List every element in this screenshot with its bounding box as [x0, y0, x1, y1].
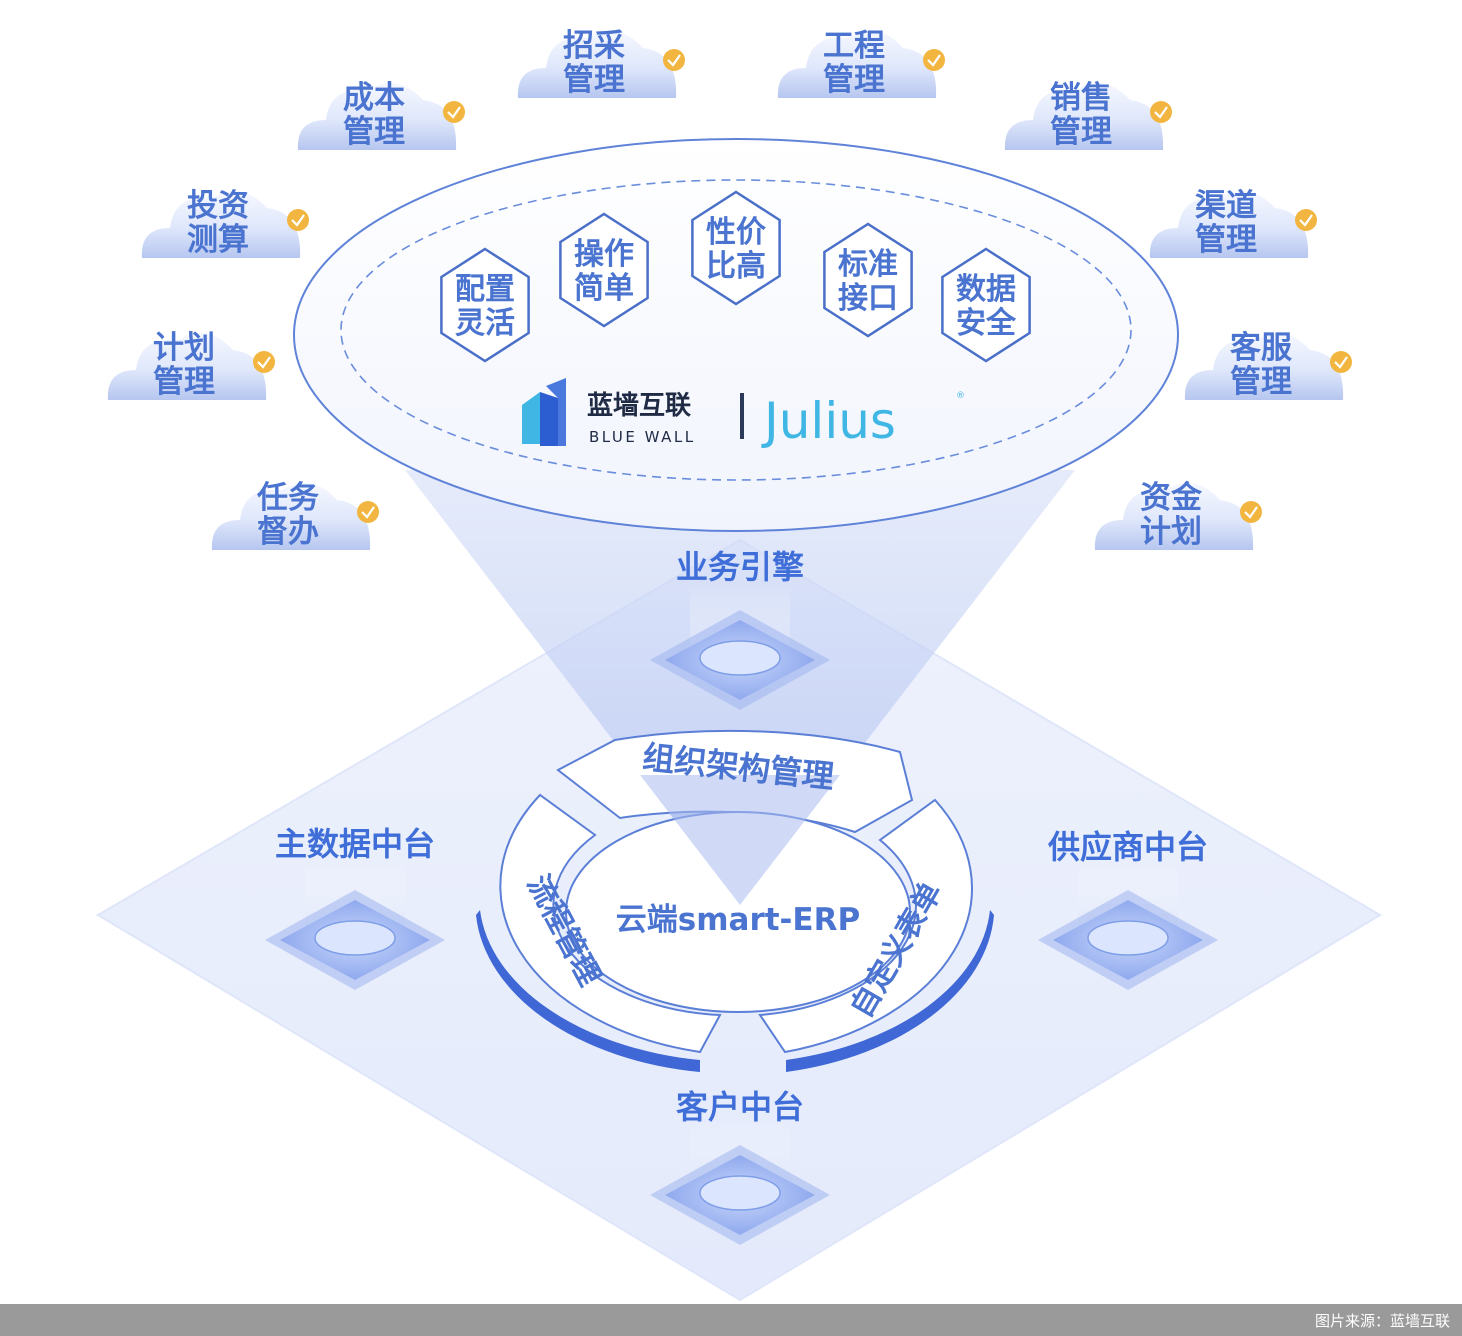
brand-logo: 蓝墙互联 BLUE WALL Julius ®: [522, 378, 965, 450]
feature-label-line1: 操作: [574, 237, 634, 272]
feature-label-line1: 性价: [706, 215, 766, 250]
cloud-label-line1: 渠道: [1195, 188, 1257, 224]
cloud-label-line2: 督办: [257, 514, 319, 550]
cloud-label-line1: 成本: [343, 80, 405, 116]
cloud-label-line2: 管理: [823, 62, 885, 98]
cloud-label-line1: 投资: [187, 188, 249, 224]
check-badge-icon: [443, 101, 465, 123]
check-badge-icon: [253, 351, 275, 373]
cloud-shape: [1184, 332, 1344, 400]
cloud-shape: [107, 332, 267, 400]
ring-center-label: 云端smart-ERP: [616, 902, 860, 938]
brand-name-en: BLUE WALL: [589, 428, 696, 446]
platform-bottom-label: 客户中台: [676, 1088, 804, 1126]
cloud-label-line1: 客服: [1230, 330, 1292, 366]
platform-top-pad: [650, 585, 830, 710]
cloud-shape: [1004, 82, 1164, 150]
feature-label-line2: 比高: [706, 249, 766, 284]
ring-segment-left: [499, 793, 722, 1054]
check-badge-icon: [1295, 209, 1317, 231]
cloud-label-line2: 计划: [1140, 514, 1202, 550]
feature-label-line1: 标准: [838, 247, 898, 282]
cloud-label-line2: 管理: [1195, 222, 1257, 258]
cloud-shape: [777, 30, 937, 99]
feature-label-line1: 配置: [455, 272, 515, 307]
source-credit: 图片来源：蓝墙互联: [1314, 1312, 1450, 1330]
cloud-shape: [211, 482, 371, 550]
cloud-label-line1: 资金: [1140, 480, 1203, 516]
brand-divider: [740, 393, 744, 439]
feature-oval-inner: [340, 179, 1132, 481]
platform-bottom-pad: [650, 1120, 830, 1245]
check-badge-icon: [287, 209, 309, 231]
cloud-shape: [517, 30, 677, 99]
cloud-shape: [1149, 190, 1309, 258]
registered-mark: ®: [956, 391, 965, 401]
cloud-label-line1: 任务: [256, 480, 319, 516]
platform-top-label: 业务引擎: [676, 548, 804, 586]
check-badge-icon: [923, 49, 945, 71]
ring-right-base: [786, 910, 994, 1072]
cloud-label-line2: 管理: [343, 114, 405, 150]
platform-right-pad: [1038, 865, 1218, 990]
feature-label-line2: 灵活: [455, 306, 515, 341]
brand-name-cn: 蓝墙互联: [587, 391, 691, 421]
cloud-label-line1: 销售: [1050, 80, 1112, 116]
brand-product: Julius: [761, 392, 896, 450]
cloud-label-line2: 测算: [187, 222, 249, 258]
ring-left-base: [476, 910, 700, 1072]
platform-right-label: 供应商中台: [1048, 828, 1208, 866]
hexagon-shape: [941, 247, 1031, 363]
cloud-label-line1: 工程: [823, 28, 885, 64]
hexagon-shape: [823, 222, 913, 338]
cloud-shape: [297, 82, 457, 150]
cloud-shape: [1094, 482, 1254, 550]
feature-label-line2: 简单: [574, 271, 634, 306]
cloud-shape: [141, 190, 301, 258]
cloud-label-line1: 计划: [153, 330, 215, 366]
platform-left-label: 主数据中台: [275, 825, 435, 863]
cloud-label-line1: 招采: [563, 28, 625, 64]
beam-tip: [640, 775, 840, 905]
check-badge-icon: [1150, 101, 1172, 123]
cloud-label-line2: 管理: [153, 364, 215, 400]
feature-label-line2: 安全: [956, 306, 1017, 341]
feature-oval: [293, 138, 1179, 532]
hexagon-shape: [559, 212, 649, 328]
ring-segment-right: [758, 798, 973, 1054]
check-badge-icon: [1330, 351, 1352, 373]
feature-label-line1: 数据: [956, 272, 1016, 307]
check-badge-icon: [357, 501, 379, 523]
platform-left-pad: [265, 865, 445, 990]
check-badge-icon: [663, 49, 685, 71]
feature-label-line2: 接口: [838, 281, 898, 316]
hexagon-shape: [440, 247, 530, 363]
cloud-label-line2: 管理: [563, 62, 625, 98]
bluewall-logo-icon: [522, 378, 566, 446]
cloud-label-line2: 管理: [1230, 364, 1292, 400]
hexagon-shape: [691, 190, 781, 306]
check-badge-icon: [1240, 501, 1262, 523]
source-footer: 图片来源：蓝墙互联: [0, 1304, 1462, 1336]
cloud-label-line2: 管理: [1050, 114, 1112, 150]
